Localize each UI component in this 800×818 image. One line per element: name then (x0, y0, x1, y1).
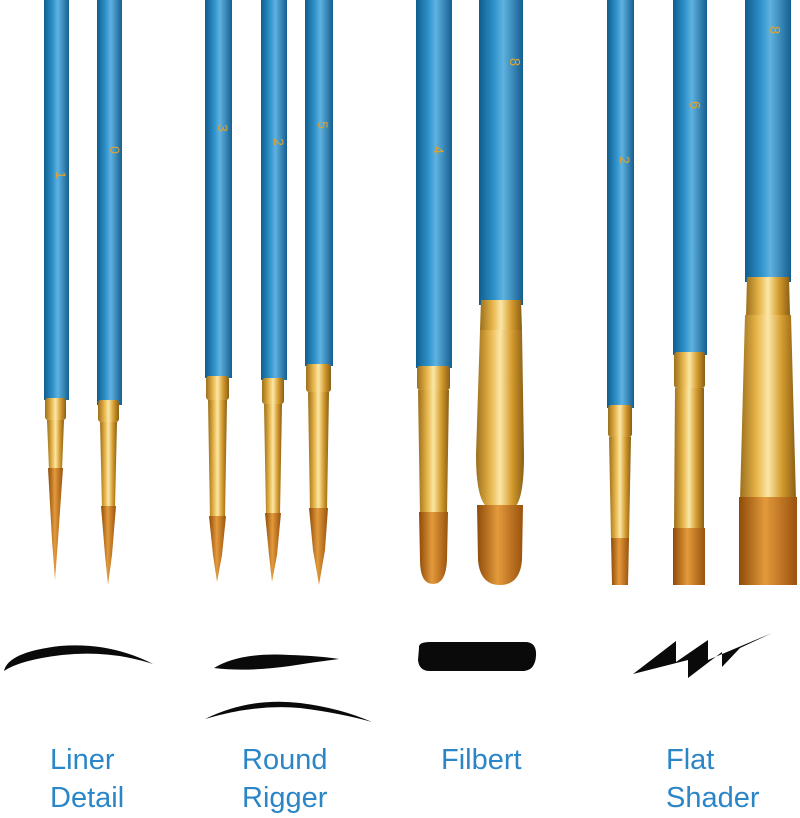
brush-flat-6: 6 (673, 0, 707, 585)
stroke-sample-liner (4, 645, 153, 671)
stroke-sample-filbert (418, 642, 537, 671)
brush-size-label: 1 (53, 171, 69, 179)
brush-filbert-4: 4 (416, 0, 452, 584)
brush-size-label: 0 (107, 146, 123, 154)
brush-filbert-8: 8 (476, 0, 524, 585)
brush-size-label: 6 (686, 101, 703, 109)
brush-liner-1: 1 (44, 0, 69, 580)
brush-size-label: 2 (617, 156, 633, 164)
stroke-sample-flat (633, 633, 772, 678)
brush-round-5: 5 (305, 0, 333, 585)
brush-size-label: 4 (431, 146, 447, 154)
brush-size-label: 8 (506, 58, 523, 66)
brush-size-label: 2 (271, 138, 287, 146)
brush-flat-8: 8 (739, 0, 797, 585)
brush-round-2: 2 (261, 0, 287, 582)
brush-round-3: 3 (205, 0, 232, 582)
label-filbert: Filbert (441, 741, 522, 779)
label-liner-detail: Liner Detail (50, 741, 124, 817)
brush-size-label: 8 (766, 26, 783, 34)
label-line-1: Filbert (441, 744, 522, 776)
stroke-sample-round (205, 654, 372, 722)
label-line-1: Round (242, 744, 328, 776)
brush-size-label: 3 (215, 124, 231, 132)
label-flat-shader: Flat Shader (666, 741, 760, 817)
brush-flat-2: 2 (607, 0, 634, 585)
label-line-1: Liner (50, 744, 115, 776)
label-line-2: Rigger (242, 782, 328, 814)
brush-size-label: 5 (315, 121, 331, 129)
brush-liner-0: 0 (97, 0, 123, 585)
label-line-2: Shader (666, 782, 760, 814)
label-line-2: Detail (50, 782, 125, 814)
label-round-rigger: Round Rigger (242, 741, 327, 817)
label-line-1: Flat (666, 744, 715, 776)
